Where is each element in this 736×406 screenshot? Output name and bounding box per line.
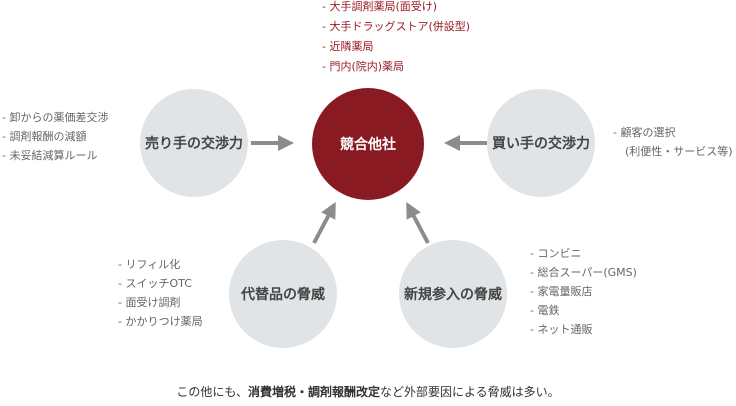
- note-item: - 面受け調剤: [118, 296, 181, 309]
- note-item: - 総合スーパー(GMS): [530, 266, 637, 279]
- note-item: - ネット通販: [530, 323, 593, 336]
- new-entrants-arrow: [406, 201, 430, 244]
- new-entrants-label: 新規参入の脅威: [404, 287, 502, 303]
- note-item: - 調剤報酬の減額: [2, 130, 87, 143]
- new-entrants-circle: 新規参入の脅威: [399, 240, 507, 348]
- substitutes-label: 代替品の脅威: [241, 287, 325, 303]
- sellers-circle: 売り手の交渉力: [140, 89, 248, 197]
- note-item: - リフィル化: [118, 258, 181, 271]
- note-item: - 家電量販店: [530, 285, 593, 298]
- note-item: - 近隣薬局: [322, 40, 374, 53]
- footer-note: この他にも、消費増税・調剤報酬改定など外部要因による脅威は多い。: [0, 383, 736, 400]
- note-item: - 大手調剤薬局(面受け): [322, 0, 438, 13]
- note-item: - 電鉄: [530, 304, 560, 317]
- note-item: - 門内(院内)薬局: [322, 60, 405, 73]
- sellers-notes: - 卸からの薬価差交渉 - 調剤報酬の減額 - 未妥結減算ルール: [2, 108, 108, 165]
- substitutes-notes: - リフィル化 - スイッチOTC - 面受け調剤 - かかりつけ薬局: [118, 255, 203, 331]
- buyers-label: 買い手の交渉力: [492, 136, 590, 152]
- competitors-label: 競合他社: [340, 137, 396, 153]
- footer-bold: 消費増税・調剤報酬改定: [247, 385, 380, 399]
- competitors-notes: - 大手調剤薬局(面受け) - 大手ドラッグストア(併設型) - 近隣薬局 - …: [322, 0, 470, 77]
- note-item: - 卸からの薬価差交渉: [2, 111, 109, 124]
- note-item: - スイッチOTC: [118, 277, 192, 290]
- note-item: - 大手ドラッグストア(併設型): [322, 20, 471, 33]
- substitutes-arrow: [312, 201, 336, 244]
- buyers-circle: 買い手の交渉力: [487, 89, 595, 197]
- buyers-notes: - 顧客の選択 (利便性・サービス等): [613, 123, 733, 161]
- footer-prefix: この他にも、: [176, 385, 248, 399]
- note-item: (利便性・サービス等): [625, 145, 733, 158]
- new-entrants-notes: - コンビニ - 総合スーパー(GMS) - 家電量販店 - 電鉄 - ネット通…: [530, 244, 637, 339]
- substitutes-circle: 代替品の脅威: [229, 240, 337, 348]
- sellers-label: 売り手の交渉力: [145, 136, 243, 152]
- footer-suffix: など外部要因による脅威は多い。: [380, 385, 560, 399]
- note-item: - 未妥結減算ルール: [2, 149, 98, 162]
- competitors-circle: 競合他社: [312, 88, 424, 200]
- note-item: - コンビニ: [530, 247, 582, 260]
- note-item: - 顧客の選択: [613, 126, 676, 139]
- note-item: - かかりつけ薬局: [118, 315, 203, 328]
